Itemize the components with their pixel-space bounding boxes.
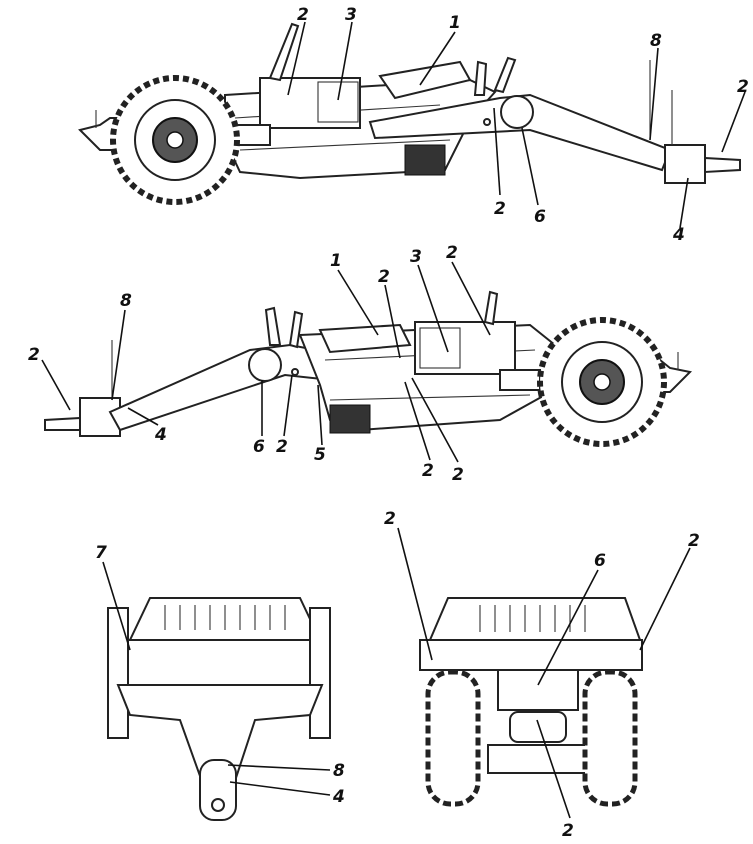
pivot-joint (248, 348, 282, 382)
side-view-top: 2 3 1 2 6 8 2 4 (78, 5, 749, 245)
callout-label: 8 (120, 291, 132, 311)
left-wheel (425, 669, 481, 807)
callout-label: 3 (410, 247, 422, 267)
front-lever-b (493, 56, 517, 94)
grille-slots (164, 605, 286, 630)
blade-plate (404, 144, 446, 176)
front-hitch-eye (199, 759, 237, 821)
blade-plate (329, 404, 371, 434)
callout-label: 2 (422, 461, 434, 481)
rear-hitch (509, 711, 567, 743)
grille-top (428, 597, 642, 641)
callout-label: 2 (688, 531, 700, 551)
cylinder-1 (378, 60, 472, 100)
callout-label: 3 (345, 5, 357, 25)
rear-bowl (419, 639, 643, 671)
callout-label: 6 (594, 551, 606, 571)
callout-label: 2 (276, 437, 288, 457)
callout-label: 5 (314, 445, 326, 465)
hydraulic-block (259, 77, 361, 129)
callout-label: 2 (28, 345, 40, 365)
left-tire (107, 607, 129, 739)
rear-view: 2 2 6 2 (384, 509, 700, 841)
frame-box (499, 369, 541, 391)
callout-label: 8 (650, 31, 662, 51)
front-lever-a (264, 306, 282, 346)
callout-label: 2 (446, 243, 458, 263)
callout-label: 2 (494, 199, 506, 219)
front-lever-b (288, 310, 304, 349)
callout-label: 2 (452, 465, 464, 485)
right-tire (309, 607, 331, 739)
callout-label: 4 (154, 425, 167, 445)
callout-label: 8 (333, 761, 345, 781)
front-bowl (109, 639, 331, 686)
callout-label: 2 (378, 267, 390, 287)
callout-label: 2 (384, 509, 396, 529)
pivot-joint (500, 95, 534, 129)
side-view-middle: 2 8 4 6 2 5 1 2 3 2 2 2 (28, 243, 693, 485)
hydraulic-block (414, 321, 516, 375)
callout-label: 6 (253, 437, 265, 457)
callout-label: 1 (449, 13, 461, 33)
callout-label: 7 (95, 543, 107, 563)
callout-label: 2 (737, 77, 749, 97)
front-hitch (664, 144, 706, 184)
callout-label: 4 (332, 787, 345, 807)
callout-label: 2 (297, 5, 309, 25)
rear-plate (497, 669, 579, 711)
grille-slots (479, 605, 586, 632)
callout-label: 4 (672, 225, 685, 245)
rear-lever (483, 290, 499, 326)
callout-label: 2 (562, 821, 574, 841)
callout-label: 1 (330, 251, 342, 271)
rear-lever (268, 22, 300, 82)
callout-label: 6 (534, 207, 546, 227)
rear-bumper (487, 744, 587, 774)
front-lever-a (473, 60, 488, 96)
front-view: 7 8 4 (95, 543, 345, 821)
right-wheel (582, 669, 638, 807)
